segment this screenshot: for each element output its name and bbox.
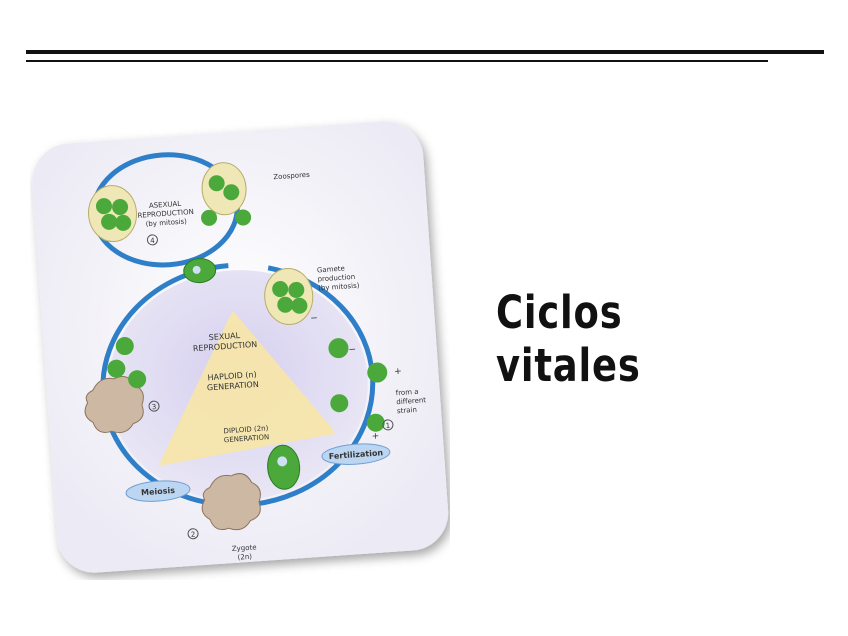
cell-icon	[115, 214, 132, 231]
gamete-label: production	[317, 273, 355, 284]
meiospore-icon	[128, 370, 147, 389]
gamete-label: (by mitosis)	[318, 282, 360, 293]
meiospore-icon	[115, 337, 134, 356]
cell-icon	[223, 184, 240, 201]
step-1-label: 1	[385, 422, 390, 430]
fertilization-label: Fertilization	[328, 448, 383, 461]
gamete-icon	[367, 362, 388, 383]
cell-icon	[291, 297, 308, 314]
step-2-marker	[187, 528, 199, 540]
zoospores-label: Zoospores	[273, 171, 310, 182]
sexual-label: SEXUAL	[208, 331, 240, 342]
gamete-icon	[328, 338, 349, 359]
zygote-cell	[201, 473, 261, 531]
strain-label: strain	[397, 406, 417, 415]
zygote-label: Zygote	[232, 543, 257, 553]
strain-label: from a	[395, 388, 418, 398]
cell-icon	[95, 198, 112, 215]
strain-label: different	[396, 396, 426, 406]
asexual-label: ASEXUAL	[149, 200, 182, 210]
header-rule-thin	[26, 60, 768, 62]
nucleus-icon	[192, 265, 201, 274]
cell-icon	[208, 175, 225, 192]
diploid-label: DIPLOID (2n)	[223, 424, 269, 435]
step-3-label: 3	[152, 403, 157, 411]
step-1-marker	[382, 419, 394, 431]
life-cycle-diagram: ASEXUAL REPRODUCTION (by mitosis) Zoospo…	[32, 121, 449, 573]
gamete-icon	[330, 394, 349, 413]
cell-icon	[112, 199, 129, 216]
header-rule-thick	[26, 50, 824, 54]
cell-icon	[288, 281, 305, 298]
step-4-marker	[146, 234, 158, 246]
slide-title: Ciclos vitales	[496, 286, 641, 392]
minus-sign: −	[348, 345, 356, 356]
asexual-label: REPRODUCTION	[137, 208, 194, 220]
cell-icon	[277, 296, 294, 313]
plus-sign: +	[394, 367, 402, 378]
zygote-label: (2n)	[237, 553, 252, 562]
diploid-region	[158, 310, 337, 466]
step-2-label: 2	[191, 531, 196, 539]
meiosis-pill	[125, 480, 191, 502]
gamete-icon	[366, 413, 385, 432]
fused-gamete-icon	[267, 444, 301, 490]
germinating-zygote	[84, 376, 144, 434]
step-4-label: 4	[150, 237, 156, 245]
life-cycle-card: ASEXUAL REPRODUCTION (by mitosis) Zoospo…	[30, 110, 450, 580]
cell-icon	[272, 281, 289, 298]
fertilization-pill	[321, 443, 391, 465]
cell-icon	[101, 213, 118, 230]
diploid-label: GENERATION	[224, 433, 270, 444]
asexual-label: (by mitosis)	[145, 217, 187, 228]
meiosis-label: Meiosis	[141, 486, 176, 497]
step-3-marker	[148, 400, 160, 412]
zoospore-sporangium	[201, 162, 247, 216]
gamete-label: Gamete	[317, 265, 345, 275]
haploid-label: HAPLOID (n)	[207, 370, 257, 382]
nucleus-icon	[277, 456, 288, 467]
meiospore-icon	[107, 359, 126, 378]
plus-sign: +	[371, 432, 379, 443]
minus-sign: −	[310, 314, 318, 325]
zoospore-icon	[201, 209, 218, 226]
zoospore-icon	[235, 209, 252, 226]
sexual-label: REPRODUCTION	[193, 340, 258, 353]
haploid-label: GENERATION	[207, 380, 259, 393]
